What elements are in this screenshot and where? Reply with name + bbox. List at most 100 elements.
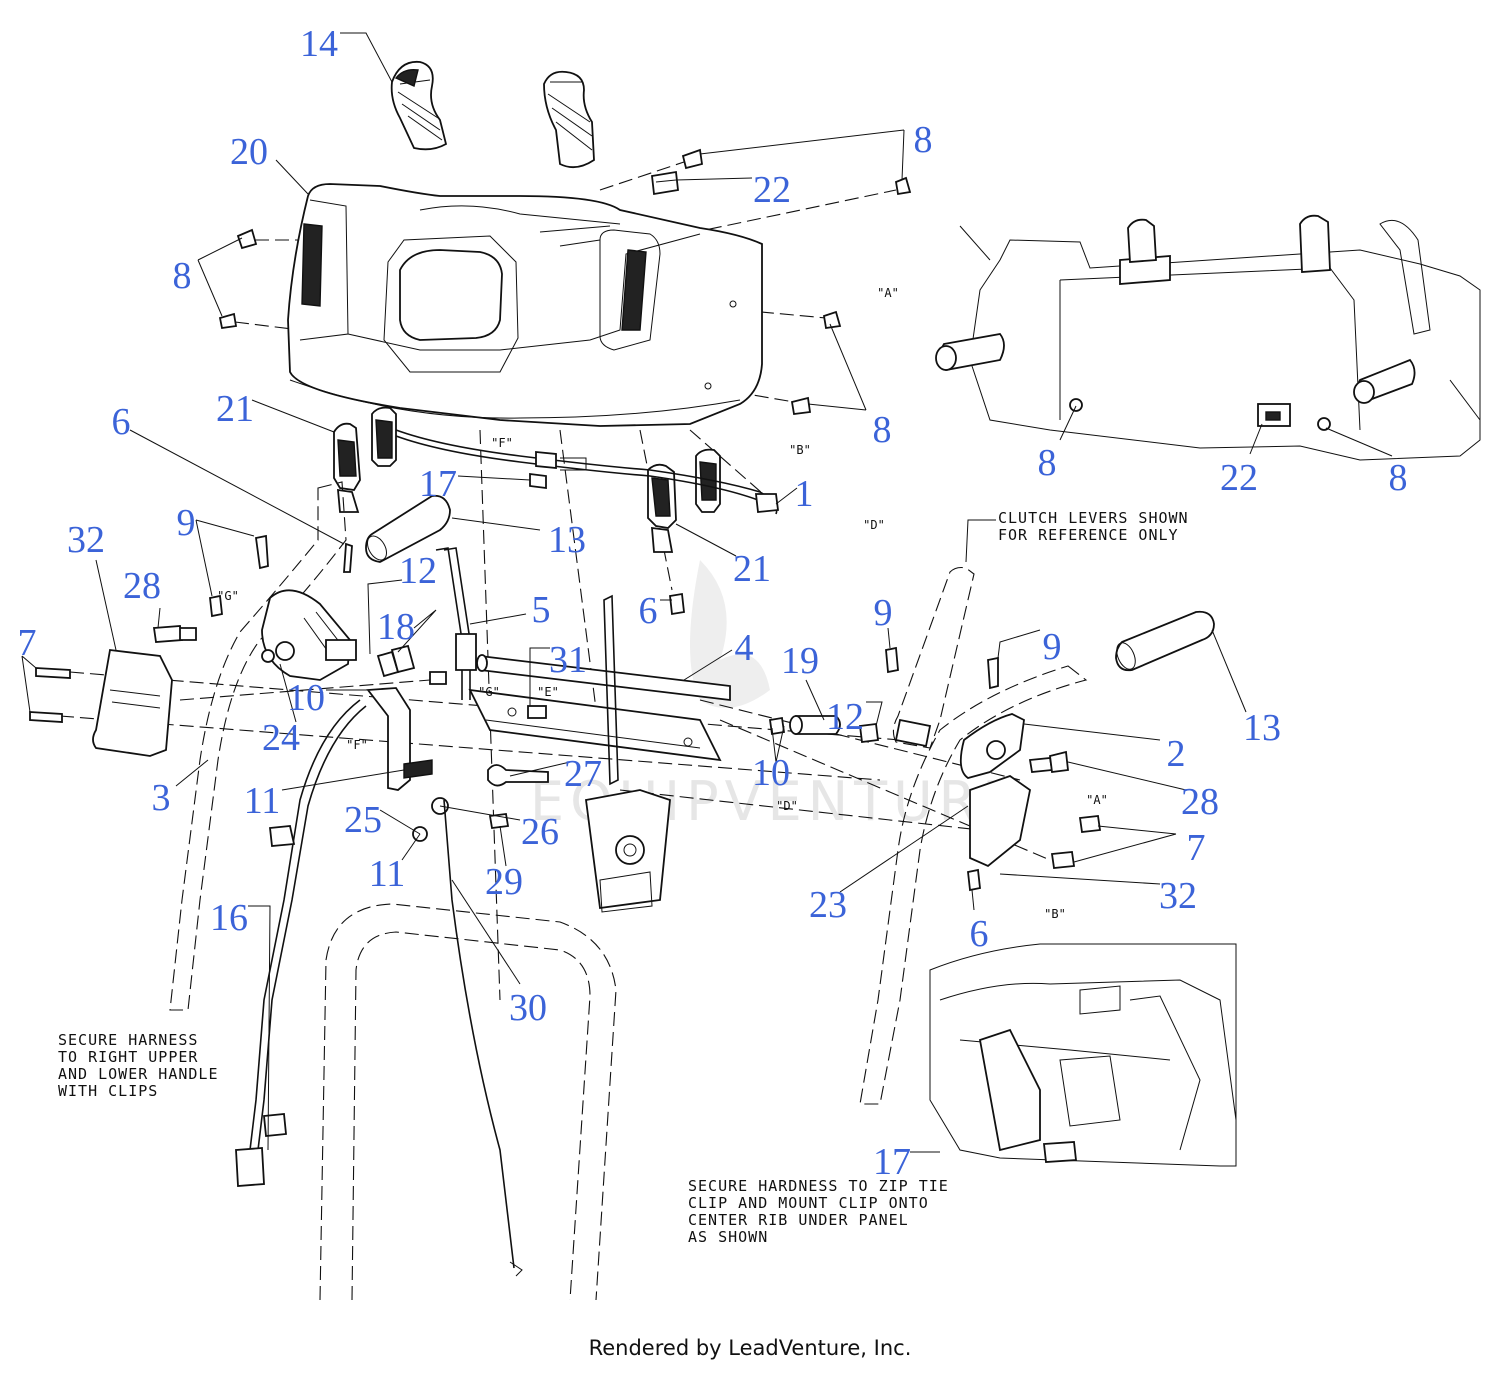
callout-31: 31 (549, 639, 587, 681)
reference-letter: "F" (491, 436, 513, 450)
callout-12: 12 (826, 696, 864, 738)
reference-letter: "B" (789, 443, 811, 457)
center-bracket (468, 688, 722, 762)
note-hardness-line-1: SECURE HARDNESS TO ZIP TIE (688, 1177, 949, 1195)
callout-8: 8 (914, 119, 933, 161)
reference-letter: "A" (1086, 793, 1108, 807)
callout-17: 17 (873, 1141, 911, 1183)
callout-6: 6 (112, 401, 131, 443)
note-hardness-line-4: AS SHOWN (688, 1228, 768, 1246)
reference-letters: "A" "B" "F" "D" "G" "G" "E" "F" "D" "A" "B" (217, 286, 1108, 921)
callout-11: 11 (369, 853, 406, 895)
callout-19: 19 (781, 640, 819, 682)
callout-22: 22 (1220, 457, 1258, 499)
callout-10: 10 (287, 677, 325, 719)
callout-29: 29 (485, 861, 523, 903)
callout-16: 16 (210, 897, 248, 939)
callout-11: 11 (244, 780, 281, 822)
control-lever-left (333, 406, 397, 513)
callout-3: 3 (152, 777, 171, 819)
callout-21: 21 (216, 388, 254, 430)
handle-clamps-left (29, 649, 173, 757)
callout-1: 1 (795, 473, 814, 515)
note-clutch-line-2: FOR REFERENCE ONLY (998, 526, 1179, 544)
callout-7: 7 (18, 622, 37, 664)
callout-21: 21 (733, 548, 771, 590)
callout-10: 10 (752, 752, 790, 794)
callout-18: 18 (377, 606, 415, 648)
panel-screws (218, 148, 912, 416)
lower-handle-frame (319, 903, 617, 1301)
note-hardness-line-3: CENTER RIB UNDER PANEL (688, 1211, 909, 1229)
note-harness-line-4: WITH CLIPS (58, 1082, 158, 1100)
callout-6: 6 (639, 590, 658, 632)
reference-letter: "G" (478, 685, 500, 699)
reference-letter: "F" (346, 738, 368, 752)
callout-32: 32 (67, 519, 105, 561)
render-credit: Rendered by LeadVenture, Inc. (588, 1336, 912, 1360)
hand-grip-right (543, 70, 595, 169)
inset-view-bottom-right (929, 943, 1237, 1167)
reference-letter: "D" (776, 799, 798, 813)
reference-letter: "G" (217, 589, 239, 603)
note-harness-line-1: SECURE HARNESS (58, 1031, 198, 1049)
reference-letter: "D" (863, 518, 885, 532)
small-parts-left (152, 534, 685, 842)
callout-20: 20 (230, 131, 268, 173)
callout-9: 9 (1043, 626, 1062, 668)
callout-7: 7 (1187, 827, 1206, 869)
callout-leaders (21, 32, 1393, 1153)
cross-rod (476, 654, 731, 702)
callout-13: 13 (548, 519, 586, 561)
callout-8: 8 (173, 255, 192, 297)
callout-28: 28 (1181, 781, 1219, 823)
callout-23: 23 (809, 884, 847, 926)
note-harness-line-3: AND LOWER HANDLE (58, 1065, 219, 1083)
panel-clip (651, 170, 679, 196)
wiring-harness-upper (395, 429, 780, 515)
shift-rod (435, 547, 477, 700)
inset-view-top-right (935, 214, 1481, 461)
callout-32: 32 (1159, 875, 1197, 917)
callout-2: 2 (1167, 733, 1186, 775)
note-clutch-line-1: CLUTCH LEVERS SHOWN (998, 509, 1189, 527)
console-bracket (584, 594, 671, 913)
grip-tube-left (365, 494, 451, 563)
reference-letter: "A" (877, 286, 899, 300)
callout-17: 17 (419, 463, 457, 505)
wiring-harness-lower (235, 699, 367, 1187)
callout-5: 5 (532, 589, 551, 631)
callout-9: 9 (874, 592, 893, 634)
callout-27: 27 (564, 753, 602, 795)
callout-12: 12 (399, 550, 437, 592)
callout-6: 6 (970, 913, 989, 955)
callout-25: 25 (344, 799, 382, 841)
note-hardness-line-2: CLIP AND MOUNT CLIP ONTO (688, 1194, 929, 1212)
grip-tube-right (1115, 610, 1215, 672)
callout-22: 22 (753, 169, 791, 211)
callout-8: 8 (1389, 457, 1408, 499)
note-harness-line-2: TO RIGHT UPPER (58, 1048, 198, 1066)
reference-letter: "B" (1044, 907, 1066, 921)
callout-4: 4 (735, 627, 754, 669)
hand-grip-left (390, 60, 448, 151)
callout-8: 8 (873, 409, 892, 451)
callout-26: 26 (521, 811, 559, 853)
callout-30: 30 (509, 987, 547, 1029)
callout-24: 24 (262, 717, 300, 759)
callout-13: 13 (1243, 707, 1281, 749)
right-upper-handle (859, 665, 1088, 1105)
callout-28: 28 (123, 565, 161, 607)
small-parts-right (768, 646, 1102, 892)
reference-letter: "E" (537, 685, 559, 699)
dash-panel (287, 183, 763, 427)
callout-9: 9 (177, 502, 196, 544)
